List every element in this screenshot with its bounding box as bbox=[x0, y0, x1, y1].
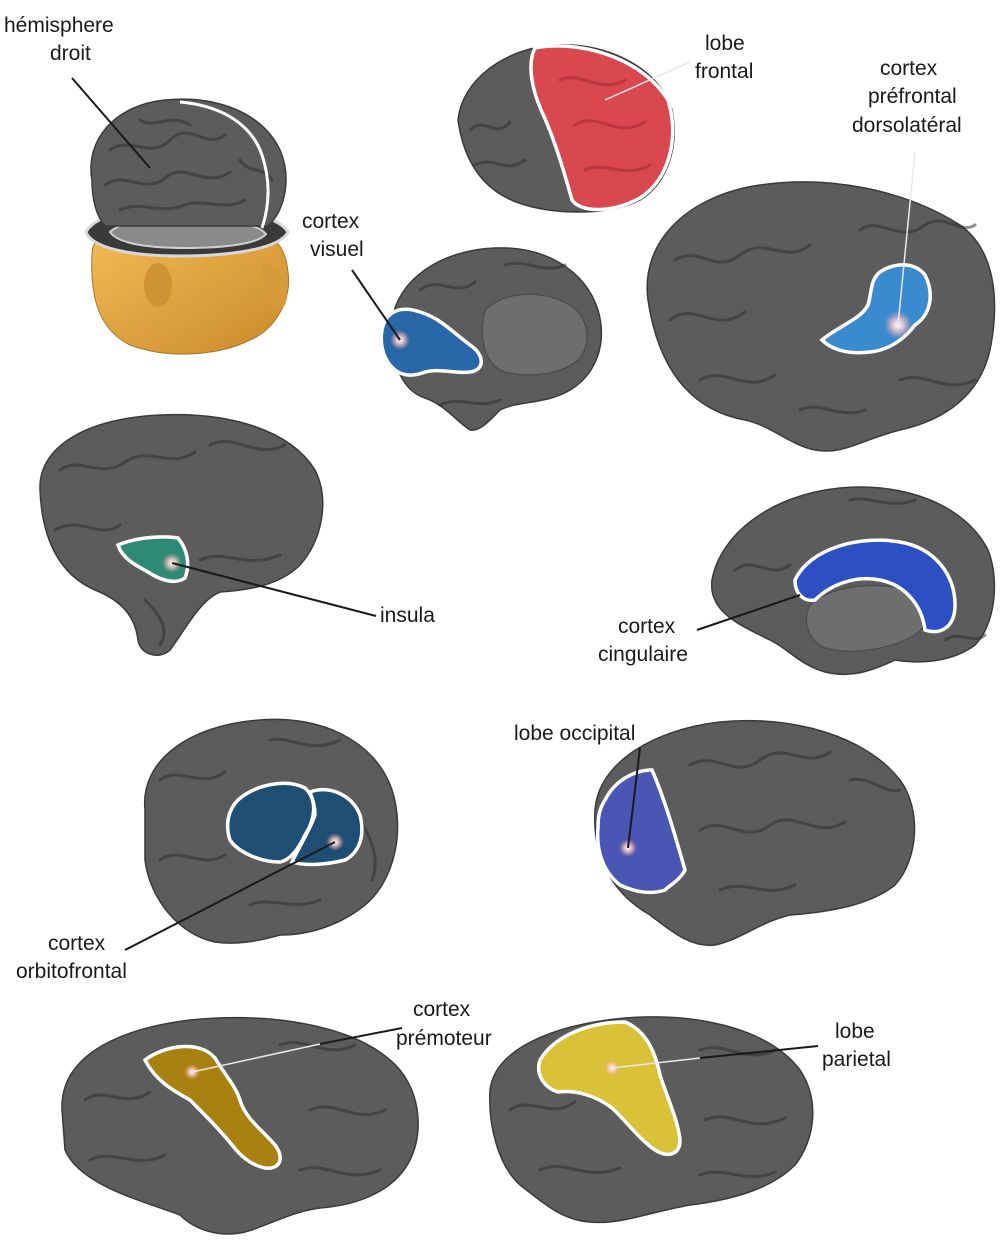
panel-parietal: lobe parietal bbox=[490, 1017, 891, 1223]
head-ear bbox=[144, 263, 172, 307]
brain-insula-view bbox=[40, 415, 323, 656]
label-dlpfc-line1: cortex bbox=[880, 57, 938, 80]
label-parietal-line1: lobe bbox=[835, 1020, 875, 1043]
label-frontal-line1: lobe bbox=[705, 32, 745, 55]
panel-hemisphere: hémisphere droit bbox=[4, 14, 289, 354]
label-dlpfc-line2: préfrontal bbox=[868, 85, 957, 108]
panel-visual-cortex: cortex visuel bbox=[302, 210, 601, 430]
panel-frontal-lobe: lobe frontal bbox=[458, 32, 753, 212]
panel-orbitofrontal: cortex orbitofrontal bbox=[16, 719, 398, 983]
label-premotor-line1: cortex bbox=[413, 998, 471, 1021]
panel-insula: insula bbox=[40, 415, 435, 656]
label-occipital: lobe occipital bbox=[514, 722, 635, 745]
label-hemisphere-line2: droit bbox=[50, 42, 91, 65]
label-parietal-line2: parietal bbox=[822, 1048, 891, 1071]
label-insula: insula bbox=[380, 604, 435, 627]
label-visual-line2: visuel bbox=[310, 238, 364, 261]
label-dlpfc-line3: dorsolatéral bbox=[852, 114, 962, 137]
visual-medial-wall bbox=[482, 294, 587, 375]
panel-cingulate: cortex cingulaire bbox=[598, 487, 994, 674]
visual-leader bbox=[352, 270, 400, 340]
label-visual-line1: cortex bbox=[302, 210, 360, 233]
label-premotor-line2: prémoteur bbox=[396, 1027, 492, 1050]
label-orbitofrontal-line1: cortex bbox=[48, 932, 106, 955]
panel-occipital: lobe occipital bbox=[514, 721, 915, 946]
label-frontal-line2: frontal bbox=[695, 60, 753, 83]
panel-dlpfc: cortex préfrontal dorsolatéral bbox=[647, 57, 994, 451]
label-cingulate-line2: cingulaire bbox=[598, 643, 688, 666]
label-cingulate-line1: cortex bbox=[618, 615, 676, 638]
label-orbitofrontal-line2: orbitofrontal bbox=[16, 960, 127, 983]
label-hemisphere-line1: hémisphere bbox=[4, 14, 114, 37]
right-hemisphere-brain bbox=[91, 99, 286, 226]
panel-premotor: cortex prémoteur bbox=[62, 998, 492, 1234]
